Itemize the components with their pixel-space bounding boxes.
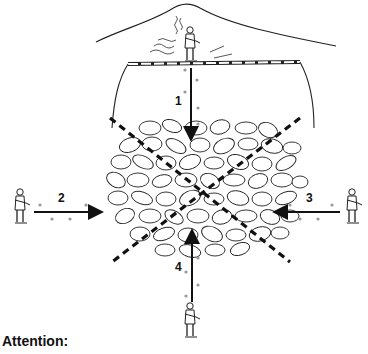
debris-pile (104, 117, 308, 260)
person-figure (15, 189, 30, 223)
callout-number: 4 (175, 261, 182, 274)
note-heading: Attention: (2, 334, 68, 349)
callout-number: 3 (306, 192, 313, 205)
callout-number: 2 (58, 192, 65, 205)
hill-outline (96, 4, 336, 46)
enclosure-outline (112, 62, 314, 128)
callout-number: 1 (175, 95, 182, 108)
approach-dots (38, 68, 333, 297)
person-figure (347, 189, 362, 223)
dashed-cross (110, 118, 300, 262)
band (128, 62, 300, 64)
approach-arrow (34, 68, 340, 302)
person-figure (185, 303, 200, 337)
person-figure (185, 27, 200, 61)
